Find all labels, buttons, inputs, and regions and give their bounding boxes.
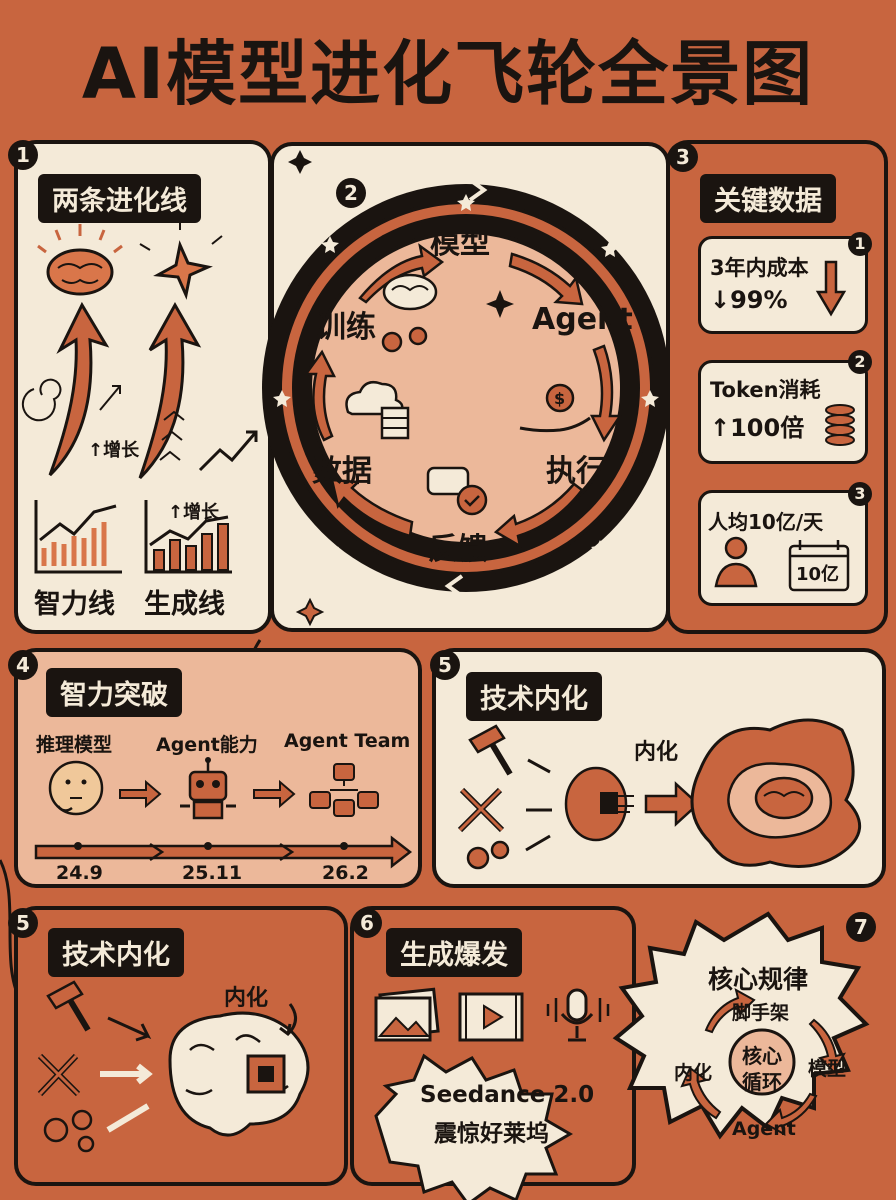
panel-number: 2 (336, 178, 366, 208)
growth-label: ↑增长 (168, 502, 220, 523)
node-agent: Agent (532, 302, 633, 337)
cycle-bottom-agent: Agent (732, 1118, 796, 1140)
panel-number: 5 (430, 650, 460, 680)
cost-value: ↓99% (710, 286, 788, 314)
daily-label: 人均10亿/天 (708, 510, 824, 534)
panel-title: 两条进化线 (38, 174, 201, 223)
spiral-icon (21, 378, 62, 422)
robot-team-icon (309, 763, 379, 817)
microphone-icon (546, 988, 610, 1042)
key-data-card-cost (698, 236, 868, 334)
burst-bubble (374, 1053, 573, 1200)
image-icon (374, 987, 440, 1042)
hollywood-headline: 震惊好莱坞 (434, 1121, 549, 1147)
svg-text:$: $ (554, 389, 565, 408)
chart-icon (34, 500, 122, 574)
money-hand-icon: $ (519, 383, 591, 433)
gears-icon (43, 1109, 95, 1153)
brain-icon (754, 776, 814, 820)
wrench-icon (37, 1053, 81, 1097)
cost-label: 3年内成本 (710, 256, 809, 280)
brain-gear-icon (381, 273, 438, 353)
chip-brain-icon (564, 766, 634, 842)
cycle-right-model: 模型 (808, 1058, 847, 1080)
core-center-1: 核心 (742, 1044, 782, 1068)
calendar-badge: 10亿 (796, 564, 840, 585)
panel-number: 3 (668, 142, 698, 172)
generation-line-label: 生成线 (144, 589, 225, 620)
cycle-left-internalize: 内化 (674, 1062, 713, 1084)
panel-number: 5 (8, 908, 38, 938)
hammer-icon (468, 724, 513, 776)
internalize-label: 内化 (224, 986, 269, 1011)
growth-arrow-icon (48, 301, 110, 477)
cycle-top-scaffold: 脚手架 (732, 1002, 790, 1024)
seedance-headline: Seedance 2.0 (420, 1082, 595, 1108)
sparkle-icon (139, 220, 223, 300)
hammer-icon (46, 980, 91, 1032)
wrench-icon (457, 787, 505, 833)
date-label: 25.11 (182, 862, 243, 884)
date-label: 26.2 (322, 862, 369, 884)
stage-label: Agent Team (284, 730, 411, 752)
panel-title: 生成爆发 (386, 928, 522, 977)
panel-title: 关键数据 (700, 174, 836, 223)
cloud-database-icon (345, 381, 410, 440)
internalize-label: 内化 (634, 740, 679, 765)
node-execute: 执行 (546, 454, 606, 489)
video-icon (458, 992, 524, 1042)
core-center-2: 循环 (742, 1070, 782, 1094)
panel-title: 智力突破 (46, 668, 182, 717)
token-value: ↑100倍 (710, 414, 805, 442)
gears-icon (466, 840, 510, 870)
stage-label: Agent能力 (156, 734, 258, 756)
panel-number: 6 (352, 908, 382, 938)
panel-title: 技术内化 (466, 672, 602, 721)
token-label: Token消耗 (710, 378, 821, 402)
intelligence-line-label: 智力线 (34, 589, 115, 620)
brain-icon (37, 224, 123, 296)
brain-chip-icon (168, 1011, 310, 1137)
panel-title: 技术内化 (48, 928, 184, 977)
thinking-face-icon (48, 760, 104, 816)
panel-number: 1 (8, 140, 38, 170)
panel-number: 7 (846, 912, 876, 942)
item-number: 3 (848, 482, 872, 506)
arrow-icon (644, 781, 700, 827)
cycle-arrows (303, 243, 623, 549)
chat-icon (426, 466, 488, 516)
stage-label: 推理模型 (36, 734, 113, 756)
date-label: 24.9 (56, 862, 103, 884)
chart-icon (144, 500, 232, 574)
growth-label: ↑增长 (88, 440, 140, 461)
robot-icon (180, 757, 236, 820)
node-feedback: 反馈 (428, 532, 488, 567)
node-data: 数据 (312, 454, 372, 489)
node-train: 训练 (316, 310, 376, 345)
page-title: AI模型进化飞轮全景图 (81, 33, 815, 115)
item-number: 1 (848, 232, 872, 256)
core-law-title: 核心规律 (708, 965, 809, 994)
node-model: 模型 (430, 226, 490, 261)
item-number: 2 (848, 350, 872, 374)
panel-number: 4 (8, 650, 38, 680)
